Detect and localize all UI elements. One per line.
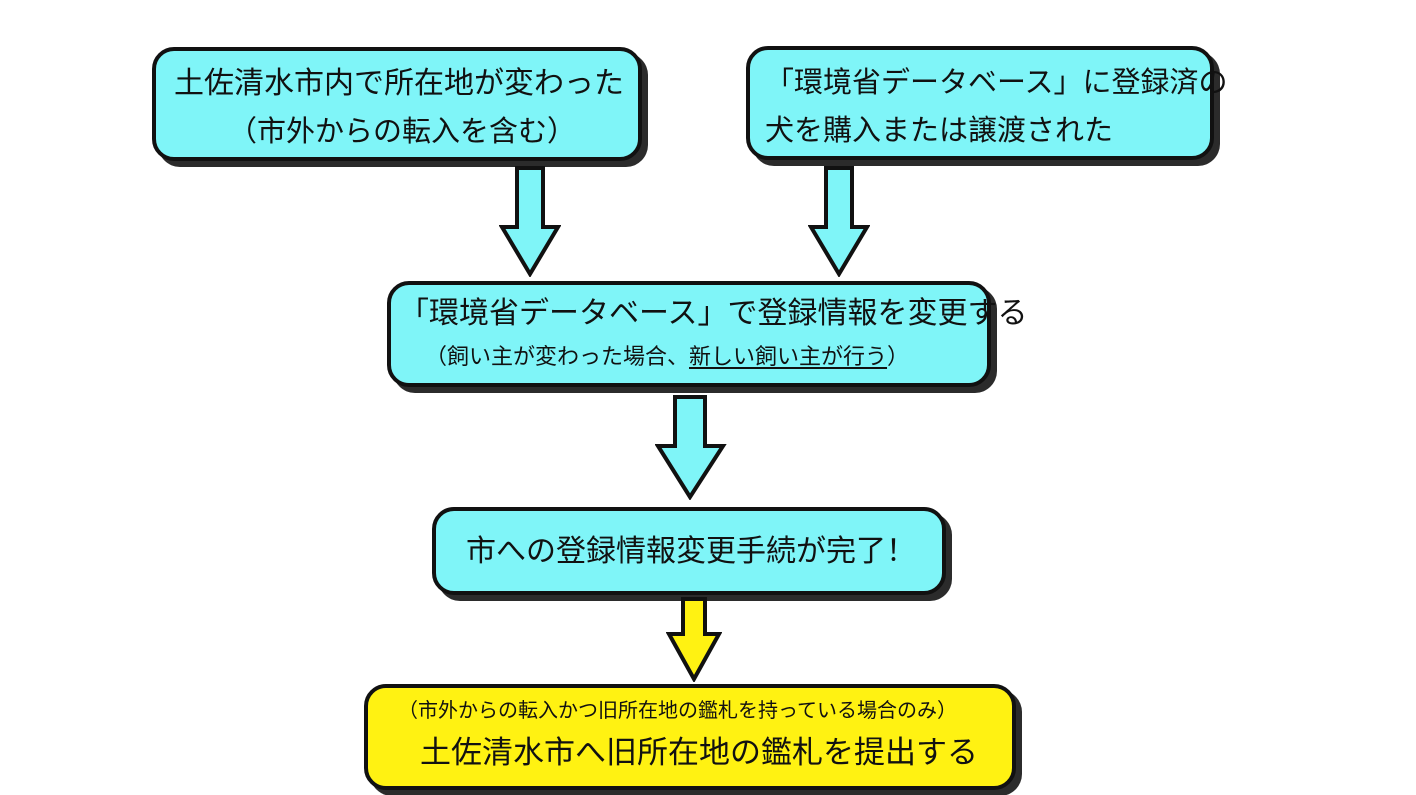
- box-submit-tag-line1: （市外からの転入かつ旧所在地の鑑札を持っている場合のみ）: [398, 698, 957, 722]
- box-purchased-dog-line2: 犬を購入または譲渡された: [765, 113, 1114, 147]
- line2-underlined: 新しい飼い主が行う: [689, 345, 888, 370]
- box-purchased-dog-line1: 「環境省データベース」に登録済の: [765, 65, 1228, 99]
- arrow-down-icon: [808, 166, 870, 277]
- box-update-database-line1: 「環境省データベース」で登録情報を変更する: [399, 296, 1028, 331]
- arrow-down-icon: [655, 395, 727, 500]
- arrow-down-icon: [666, 597, 722, 682]
- box-completed: 市への登録情報変更手続が完了！: [432, 507, 946, 595]
- line2-prefix: （飼い主が変わった場合、: [425, 345, 690, 370]
- box-moved-in-city: 土佐清水市内で所在地が変わった （市外からの転入を含む）: [152, 47, 642, 161]
- box-submit-tag: （市外からの転入かつ旧所在地の鑑札を持っている場合のみ） 土佐清水市へ旧所在地の…: [364, 684, 1016, 790]
- arrow-down-icon: [499, 166, 561, 277]
- box-update-database-line2: （飼い主が変わった場合、新しい飼い主が行う）: [425, 347, 909, 369]
- box-moved-in-city-line1: 土佐清水市内で所在地が変わった: [174, 66, 624, 101]
- box-submit-tag-line2: 土佐清水市へ旧所在地の鑑札を提出する: [420, 735, 978, 771]
- box-purchased-dog: 「環境省データベース」に登録済の 犬を購入または譲渡された: [746, 46, 1228, 160]
- box-completed-line1: 市への登録情報変更手続が完了！: [466, 534, 916, 569]
- box-moved-in-city-line2: （市外からの転入を含む）: [228, 114, 577, 148]
- box-update-database: 「環境省データベース」で登録情報を変更する （飼い主が変わった場合、新しい飼い主…: [387, 281, 1028, 387]
- line2-suffix: ）: [887, 345, 910, 370]
